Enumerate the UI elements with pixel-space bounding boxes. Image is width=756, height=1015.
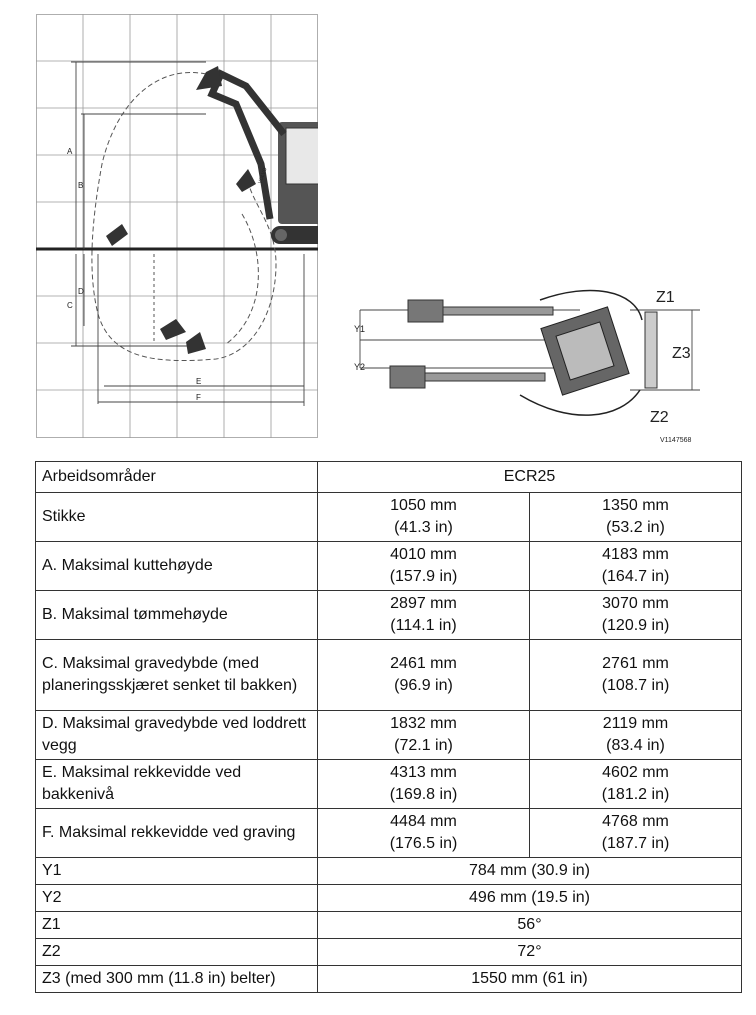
table-row: Z1 56° <box>35 911 743 939</box>
row-label: F. Maksimal rekkevidde ved graving <box>35 808 318 858</box>
table-row: Y1 784 mm (30.9 in) <box>35 857 743 885</box>
row-value: 2461 mm(96.9 in) <box>317 639 530 711</box>
label-y2: Y2 <box>354 362 365 372</box>
reach-envelope-inner <box>225 213 259 345</box>
row-label: Z3 (med 300 mm (11.8 in) belter) <box>35 965 318 993</box>
row-value: 2119 mm(83.4 in) <box>528 710 743 760</box>
side-view-diagram: A B C D E F VOLVO <box>36 14 318 438</box>
row-value: 72° <box>316 938 743 966</box>
table-row: E. Maksimal rekkevidde ved bakkenivå 431… <box>35 759 743 809</box>
bucket-ground <box>106 224 128 246</box>
row-value: 1050 mm(41.3 in) <box>317 492 530 542</box>
header-label: Arbeidsområder <box>35 461 318 493</box>
reference-code: V1147568 <box>660 437 692 444</box>
row-value: 4313 mm(169.8 in) <box>317 759 530 809</box>
row-label: E. Maksimal rekkevidde ved bakkenivå <box>35 759 318 809</box>
swing-arc-z1 <box>539 289 643 321</box>
row-value: 2897 mm(114.1 in) <box>317 590 530 640</box>
excavator-side: VOLVO <box>196 66 318 244</box>
row-value: 2761 mm(108.7 in) <box>528 639 743 711</box>
row-label: Z2 <box>35 938 318 966</box>
row-value: 4183 mm(164.7 in) <box>528 541 743 591</box>
dimension-lines <box>71 61 305 406</box>
row-value: 1832 mm(72.1 in) <box>317 710 530 760</box>
table-row: F. Maksimal rekkevidde ved graving 4484 … <box>35 808 743 858</box>
row-value: 1550 mm (61 in) <box>316 965 743 993</box>
row-value: 784 mm (30.9 in) <box>316 857 743 885</box>
row-label: Stikke <box>35 492 318 542</box>
label-z3: Z3 <box>672 345 691 362</box>
label-d: D <box>78 287 84 296</box>
row-label: Y2 <box>35 884 318 912</box>
reach-envelope <box>91 72 277 361</box>
table-row: B. Maksimal tømmehøyde 2897 mm(114.1 in)… <box>35 590 743 640</box>
table-row: Y2 496 mm (19.5 in) <box>35 884 743 912</box>
row-value: 1350 mm(53.2 in) <box>528 492 743 542</box>
row-value: 4768 mm(187.7 in) <box>528 808 743 858</box>
label-z1: Z1 <box>656 289 675 306</box>
label-f: F <box>196 393 201 402</box>
top-view-diagram: Y1 Y2 Z1 Z3 Z2 V1147568 <box>354 289 700 444</box>
grid <box>36 14 318 438</box>
table-row: C. Maksimal gravedybde (med planeringssk… <box>35 639 743 711</box>
row-label: C. Maksimal gravedybde (med planeringssk… <box>35 639 318 711</box>
row-value: 4484 mm(176.5 in) <box>317 808 530 858</box>
row-value: 3070 mm(120.9 in) <box>528 590 743 640</box>
row-label: D. Maksimal gravedybde ved loddrett vegg <box>35 710 318 760</box>
label-b: B <box>78 181 83 190</box>
label-a: A <box>67 147 73 156</box>
bucket-deep-1 <box>160 319 186 340</box>
table-row: Z3 (med 300 mm (11.8 in) belter) 1550 mm… <box>35 965 743 993</box>
table-row: Stikke 1050 mm(41.3 in) 1350 mm(53.2 in) <box>35 492 743 542</box>
row-label: Y1 <box>35 857 318 885</box>
excavator-top <box>540 306 658 396</box>
row-label: A. Maksimal kuttehøyde <box>35 541 318 591</box>
label-e: E <box>196 377 201 386</box>
label-z2: Z2 <box>650 409 669 426</box>
header-model: ECR25 <box>316 461 743 493</box>
table-header-row: Arbeidsområder ECR25 <box>35 461 743 493</box>
row-label: Z1 <box>35 911 318 939</box>
swing-arc-z2 <box>519 389 641 416</box>
row-value: 56° <box>316 911 743 939</box>
table-row: Z2 72° <box>35 938 743 966</box>
machine-brand-text: VOLVO <box>257 167 268 185</box>
table-row: A. Maksimal kuttehøyde 4010 mm(157.9 in)… <box>35 541 743 591</box>
row-label: B. Maksimal tømmehøyde <box>35 590 318 640</box>
label-c: C <box>67 301 73 310</box>
bucket-deep-2 <box>186 332 206 354</box>
row-value: 496 mm (19.5 in) <box>316 884 743 912</box>
spec-table: Arbeidsområder ECR25 Stikke 1050 mm(41.3… <box>35 461 743 993</box>
row-value: 4602 mm(181.2 in) <box>528 759 743 809</box>
label-y1: Y1 <box>354 324 365 334</box>
table-row: D. Maksimal gravedybde ved loddrett vegg… <box>35 710 743 760</box>
row-value: 4010 mm(157.9 in) <box>317 541 530 591</box>
bucket-wall <box>236 169 256 192</box>
arms-top <box>389 299 554 389</box>
